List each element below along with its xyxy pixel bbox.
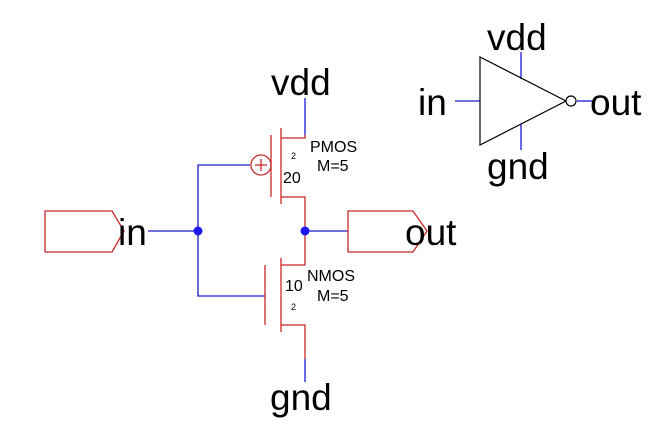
nmos-gnd-label: gnd <box>270 377 332 418</box>
symbol-in-label: in <box>418 82 447 123</box>
nmos-mult-label: M=5 <box>317 288 349 305</box>
nmos-drain <box>281 231 306 266</box>
inverter-symbol: vdd gnd in out <box>418 17 642 187</box>
in-pin <box>44 210 125 253</box>
nmos-type-label: NMOS <box>307 268 355 285</box>
output-junction-dot <box>300 226 310 236</box>
input-junction-dot <box>193 226 203 236</box>
pmos-width-label: 20 <box>283 170 301 187</box>
nmos-width-label: 10 <box>285 278 303 295</box>
pmos-drain <box>281 196 306 231</box>
pmos-mult-label: M=5 <box>317 158 349 175</box>
in-pin-label: in <box>118 212 147 253</box>
pmos-source <box>281 135 306 139</box>
pmos-gate-wire <box>197 164 250 231</box>
symbol-gnd-label: gnd <box>487 146 549 187</box>
transistor-schematic: vdd gnd in out PMOS M=5 20 2 NMOS M=5 10… <box>44 62 457 418</box>
out-pin-label: out <box>405 212 457 253</box>
nmos-gate-wire <box>197 231 265 297</box>
symbol-vdd-label: vdd <box>487 17 547 58</box>
inverter-output-bubble <box>565 95 577 107</box>
pmos-gate-bubble <box>250 154 272 176</box>
pmos-vdd-label: vdd <box>271 62 331 103</box>
nmos-source <box>281 324 306 359</box>
out-pin <box>347 210 428 253</box>
pmos-length-label: 2 <box>291 151 296 161</box>
nmos-transistor <box>264 231 306 359</box>
pmos-type-label: PMOS <box>310 139 357 156</box>
symbol-out-label: out <box>590 82 642 123</box>
inverter-triangle <box>479 56 568 146</box>
nmos-length-label: 2 <box>291 302 296 312</box>
pmos-transistor <box>250 128 306 231</box>
